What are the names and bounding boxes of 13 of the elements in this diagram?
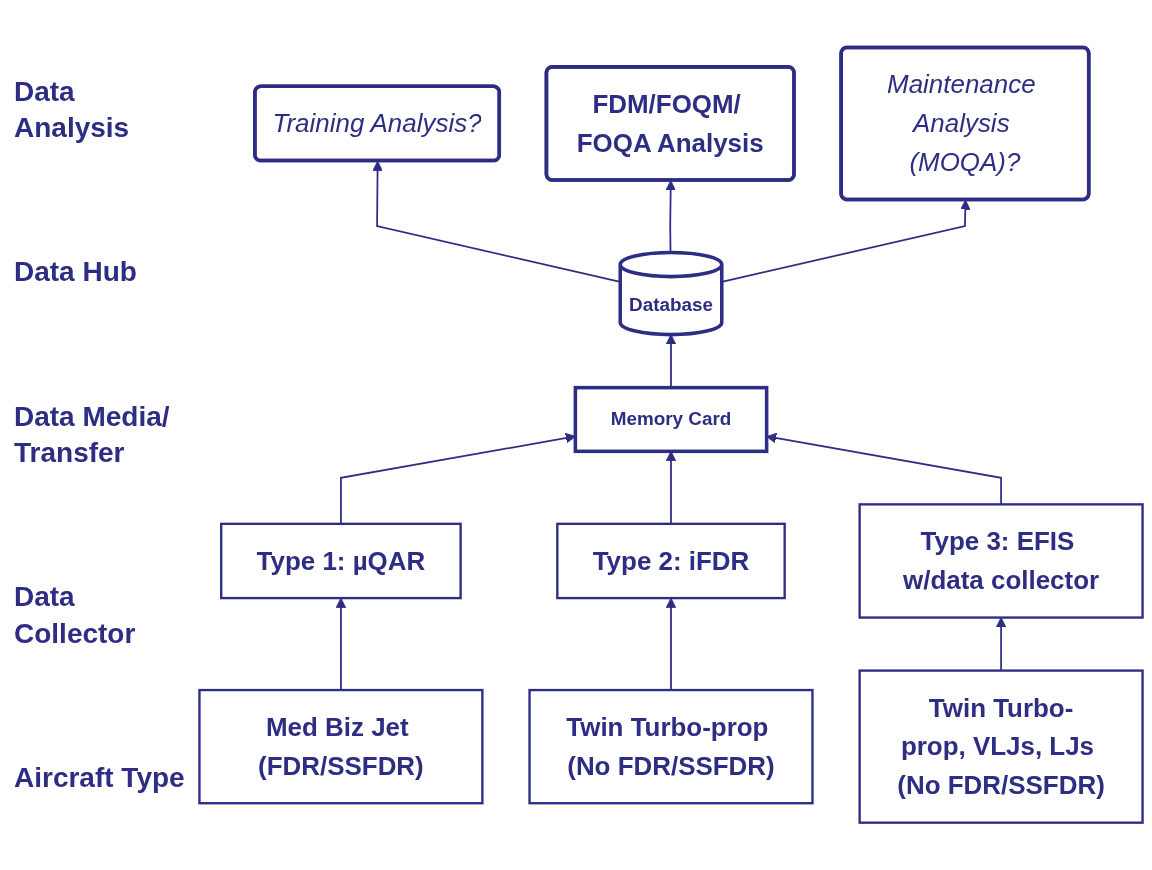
arrow (665, 180, 676, 254)
node-box: Twin Turbo-prop (No FDR/SSFDR) (528, 688, 814, 805)
node-box: Type 1: µQAR (220, 522, 462, 600)
row-label: Data Hub (14, 255, 138, 290)
row-label: Data Media/ Transfer (14, 399, 171, 470)
node-box: Memory Card (573, 385, 769, 454)
node-box: Type 2: iFDR (556, 522, 786, 600)
row-label: Data Collector (14, 580, 137, 651)
node-box: Twin Turbo-prop, VLJs, LJs (No FDR/SSFDR) (858, 669, 1144, 824)
row-label: Aircraft Type (14, 760, 186, 795)
row-label: Data Analysis (14, 74, 131, 146)
node-box: Type 3: EFIS w/data collector (858, 503, 1144, 619)
node-box: Med Biz Jet (FDR/SSFDR) (198, 688, 484, 805)
